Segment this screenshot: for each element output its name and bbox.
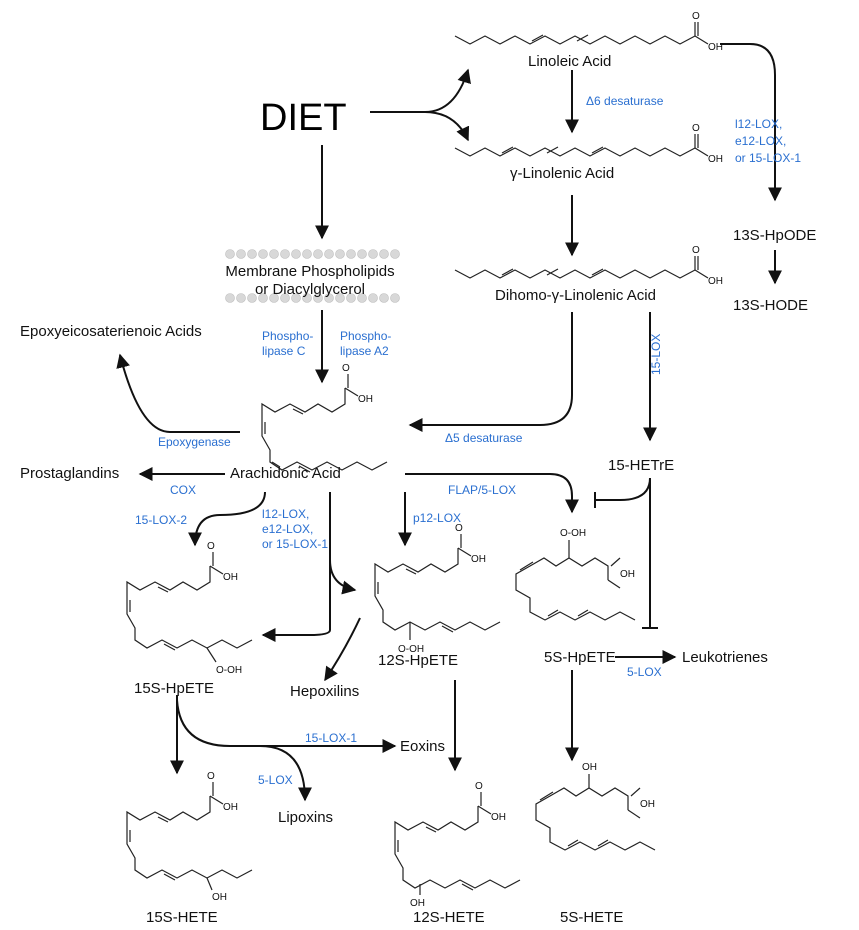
enzyme-5-lox-lipoxins: 5-LOX bbox=[258, 773, 293, 787]
arachidonic-structure: O OH bbox=[261, 363, 388, 473]
node-5s-hpete: 5S-HpETE bbox=[544, 649, 616, 666]
oh-label: OH bbox=[212, 892, 227, 903]
o-label: O bbox=[207, 541, 215, 552]
node-lipoxins: Lipoxins bbox=[278, 809, 333, 826]
ooh-label: O-OH bbox=[398, 644, 424, 655]
hete5-structure: OH OH bbox=[535, 762, 656, 851]
node-leukotrienes: Leukotrienes bbox=[682, 649, 768, 666]
hpete15-structure: O OH O-OH bbox=[126, 541, 253, 676]
arrow-diet-gla bbox=[424, 111, 470, 142]
o-label: O bbox=[207, 771, 215, 782]
node-12s-hete: 12S-HETE bbox=[413, 909, 485, 926]
enzyme-15-lox: 15-LOX bbox=[649, 334, 663, 375]
arrow-hpete15-lipoxins bbox=[259, 745, 312, 802]
enzyme-flap-5-lox: FLAP/5-LOX bbox=[448, 483, 516, 497]
gamma-linolenic-structure: O OH bbox=[454, 123, 723, 165]
arrow-aa-hpete5 bbox=[405, 473, 579, 514]
arrow-diet-linoleic bbox=[370, 68, 471, 113]
oh-label: OH bbox=[708, 42, 723, 53]
node-13s-hpode: 13S-HpODE bbox=[733, 227, 816, 244]
arrow-aa-epoxy bbox=[116, 353, 240, 433]
enzyme-cox: COX bbox=[170, 483, 196, 497]
oh-label: OH bbox=[410, 898, 425, 909]
oh-label: OH bbox=[640, 799, 655, 810]
enzyme-d6-desaturase: Δ6 desaturase bbox=[586, 94, 664, 108]
oh-label: OH bbox=[223, 572, 238, 583]
node-dihomo-linolenic-acid: Dihomo-γ-Linolenic Acid bbox=[495, 287, 656, 304]
node-15-hetre: 15-HETrE bbox=[608, 457, 674, 474]
enzyme-phospholipase-c: Phospho-lipase C bbox=[262, 329, 313, 358]
node-15s-hete: 15S-HETE bbox=[146, 909, 218, 926]
oh-label: OH bbox=[582, 762, 597, 773]
node-12s-hpete: 12S-HpETE bbox=[378, 652, 458, 669]
membrane-bilayer-icon bbox=[225, 249, 400, 303]
enzyme-lox-group-mid: l12-LOX,e12-LOX,or 15-LOX-1 bbox=[262, 507, 328, 551]
arrow-aa-hpete15-lox1 bbox=[261, 492, 331, 642]
oh-label: OH bbox=[620, 569, 635, 580]
enzyme-phospholipase-a2: Phospho-lipase A2 bbox=[340, 329, 391, 358]
o-label: O bbox=[455, 523, 463, 534]
oh-label: OH bbox=[491, 812, 506, 823]
o-label: O bbox=[692, 123, 700, 134]
node-arachidonic-acid: Arachidonic Acid bbox=[230, 465, 341, 482]
arrow-aa-hpete12-lox1 bbox=[329, 559, 357, 595]
hpete5-structure: O-OH OH bbox=[515, 528, 636, 621]
arrow-hpete12-hepoxilins bbox=[324, 617, 361, 682]
enzyme-15-lox-1: 15-LOX-1 bbox=[305, 731, 357, 745]
o-label: O bbox=[342, 363, 350, 374]
arrow-hpete15-eoxins bbox=[176, 699, 397, 753]
ooh-label: O-OH bbox=[216, 665, 242, 676]
o-label: O bbox=[475, 781, 483, 792]
enzyme-lox-group-top: l12-LOX,e12-LOX,or 15-LOX-1 bbox=[735, 117, 801, 165]
pathway-arrows bbox=[116, 43, 782, 802]
oh-label: OH bbox=[223, 802, 238, 813]
linoleic-acid-structure: O OH bbox=[454, 11, 723, 53]
node-gamma-linolenic-acid: γ-Linolenic Acid bbox=[510, 165, 614, 182]
inhibit-hetre-flap bbox=[595, 477, 651, 501]
enzyme-d5-desaturase: Δ5 desaturase bbox=[445, 431, 523, 445]
node-diet: DIET bbox=[260, 97, 347, 139]
node-prostaglandins: Prostaglandins bbox=[20, 465, 119, 482]
arrow-la-hpode bbox=[720, 43, 782, 202]
node-eoxins: Eoxins bbox=[400, 738, 445, 755]
hpete12-structure: O OH O-OH bbox=[374, 523, 501, 655]
node-5s-hete: 5S-HETE bbox=[560, 909, 623, 926]
enzyme-p12-lox: p12-LOX bbox=[413, 511, 461, 525]
arrow-dgla-aa bbox=[408, 312, 573, 432]
oh-label: OH bbox=[708, 154, 723, 165]
hete12-structure: O OH OH bbox=[394, 781, 521, 909]
node-epoxyeicosatrienoic-acids: Epoxyeicosaterienoic Acids bbox=[20, 323, 202, 340]
ooh-label: O-OH bbox=[560, 528, 586, 539]
enzyme-15-lox-2: 15-LOX-2 bbox=[135, 513, 187, 527]
o-label: O bbox=[692, 11, 700, 22]
oh-label: OH bbox=[708, 276, 723, 287]
enzyme-5-lox-leukotrienes: 5-LOX bbox=[627, 665, 662, 679]
node-15s-hpete: 15S-HpETE bbox=[134, 680, 214, 697]
node-linoleic-acid: Linoleic Acid bbox=[528, 53, 611, 70]
oh-label: OH bbox=[471, 554, 486, 565]
o-label: O bbox=[692, 245, 700, 256]
hete15-structure: O OH OH bbox=[126, 771, 253, 903]
enzyme-epoxygenase: Epoxygenase bbox=[158, 435, 231, 449]
node-hepoxilins: Hepoxilins bbox=[290, 683, 359, 700]
oh-label: OH bbox=[358, 394, 373, 405]
dihomo-structure: O OH bbox=[454, 245, 723, 287]
arrow-aa-hpete15-lox2 bbox=[188, 491, 266, 547]
node-13s-hode: 13S-HODE bbox=[733, 297, 808, 314]
